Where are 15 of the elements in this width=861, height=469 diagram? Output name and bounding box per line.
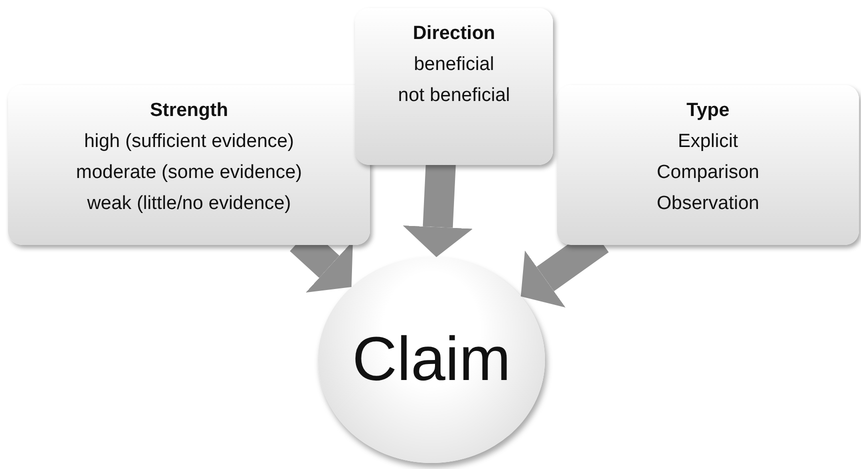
list-item: Comparison [656,161,760,185]
list-item: Observation [656,192,760,216]
category-card [557,85,859,245]
card-heading: Type [686,99,730,123]
category-card [8,85,370,245]
list-item: beneficial [414,53,494,77]
category-card [355,8,553,165]
list-item: moderate (some evidence) [76,161,302,185]
list-item: Explicit [678,130,738,154]
card-heading: Direction [412,22,496,46]
claim-label: Claim [352,325,511,395]
list-item: not beneficial [398,84,510,108]
list-item: high (sufficient evidence) [84,130,294,154]
card-heading: Strength [150,99,228,123]
list-item: weak (little/no evidence) [87,192,291,216]
